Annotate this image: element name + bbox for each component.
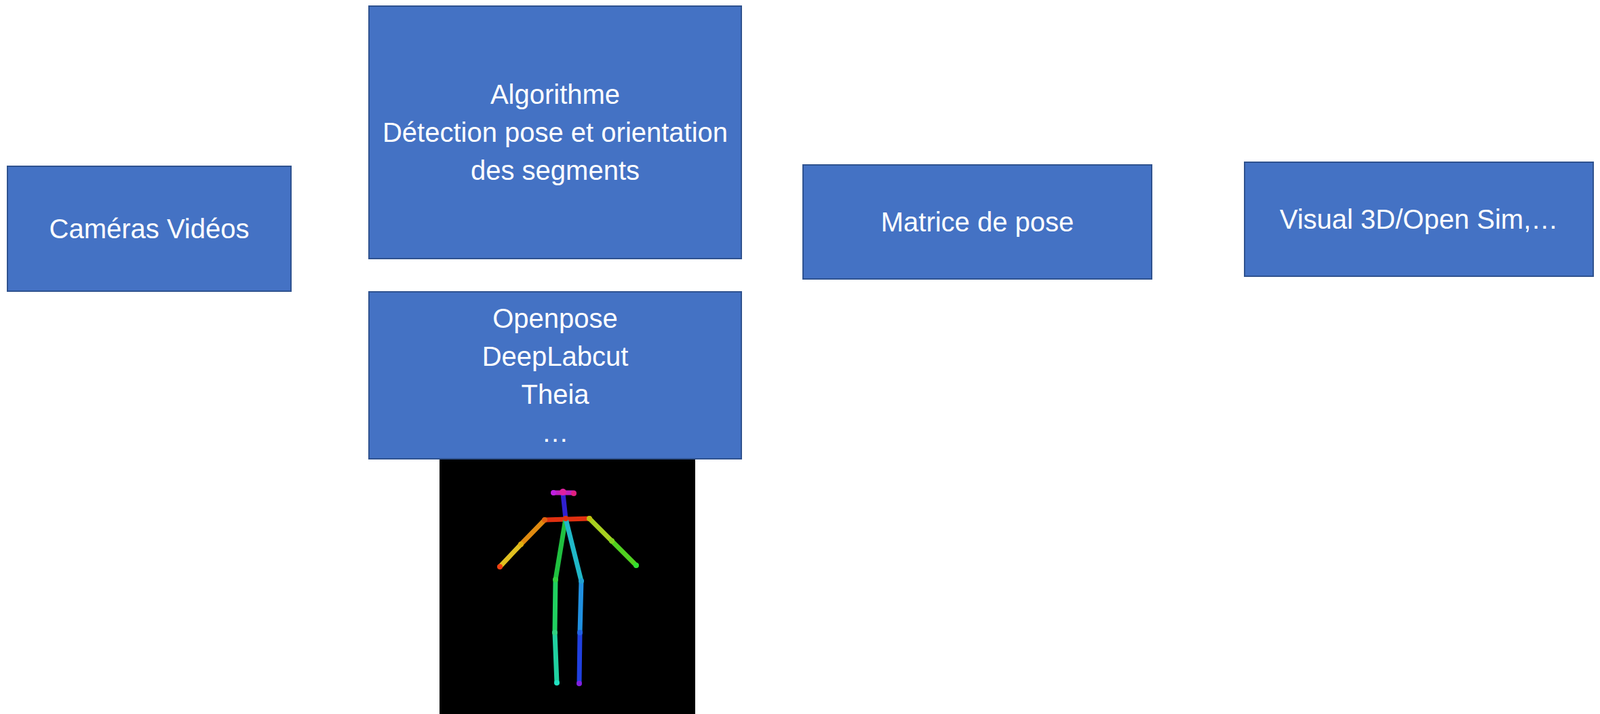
stick-figure [497,488,639,686]
output-box: Matrice de pose [802,164,1153,280]
process-box: AlgorithmeDétection pose et orientation … [368,5,743,260]
software-box: Visual 3D/Open Sim,… [1243,161,1594,277]
node-text: Détection pose et orientation des segmen… [381,113,729,190]
node-text: Caméras Vidéos [49,209,250,248]
node-text: Openpose [492,299,618,338]
node-text: … [541,413,570,452]
skeleton-background [439,459,696,714]
node-text: Visual 3D/Open Sim,… [1279,200,1559,239]
node-text: Matrice de pose [881,202,1075,241]
node-text: Theia [520,375,589,414]
input-box: Caméras Vidéos [6,165,292,292]
tool-list-box: OpenposeDeepLabcutTheia… [368,290,743,460]
node-text: Algorithme [490,75,620,114]
node-text: DeepLabcut [482,337,629,376]
